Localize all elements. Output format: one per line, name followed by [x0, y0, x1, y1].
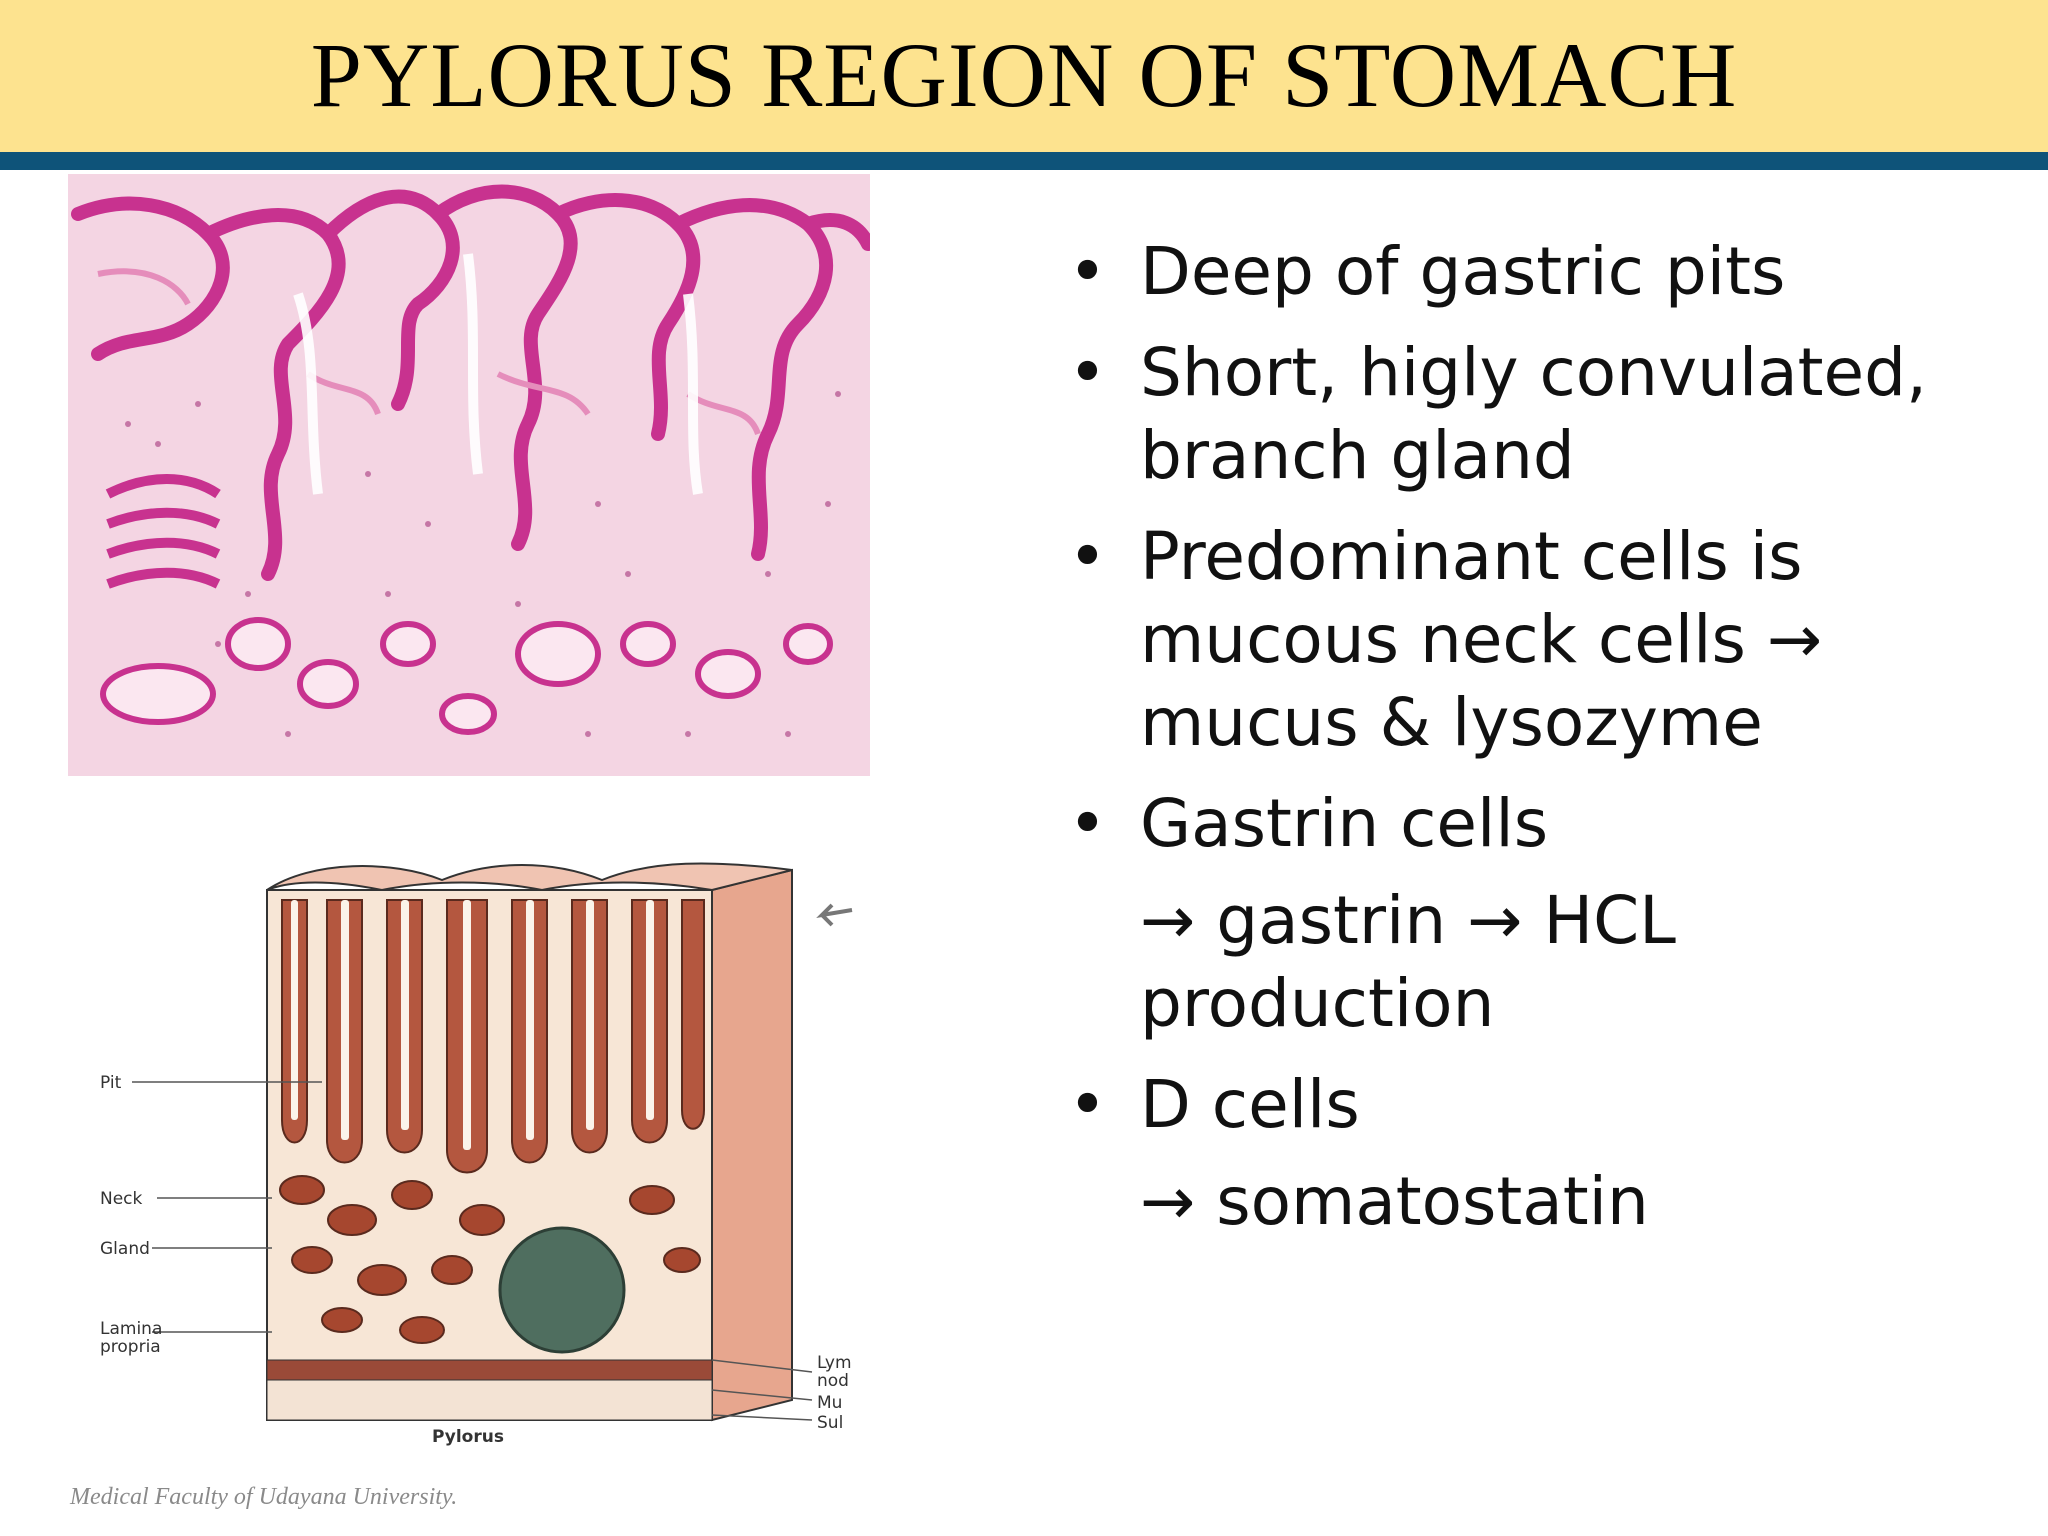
- bullet-text: Predominant cells is mucous neck cells →…: [1140, 518, 1823, 761]
- title-divider: [0, 152, 2048, 170]
- bullet-list: • Deep of gastric pits • Short, higly conv…: [1060, 230, 2020, 1261]
- lymphoid-nodule: [498, 1226, 626, 1354]
- bullet-dot-icon: •: [1068, 518, 1107, 595]
- bullet-item: • Deep of gastric pits: [1060, 230, 2020, 313]
- bullet-dot-icon: •: [1068, 785, 1107, 862]
- bullet-item: • Short, higly convulated, branch gland: [1060, 331, 2020, 497]
- bullet-dot-icon: •: [1068, 233, 1107, 310]
- label-sub: Sul: [817, 1413, 843, 1433]
- label-nod: nod: [817, 1371, 849, 1391]
- bullet-text: D cells: [1140, 1066, 1360, 1143]
- label-gland: Gland: [100, 1239, 150, 1259]
- bullet-text: Short, higly convulated, branch gland: [1140, 334, 1928, 494]
- slide-title: PYLORUS REGION OF STOMACH: [310, 24, 1738, 126]
- label-lym: Lym: [817, 1353, 852, 1373]
- label-pylorus: Pylorus: [432, 1427, 504, 1447]
- bullet-item: • D cells: [1060, 1063, 2020, 1146]
- bullet-text: Deep of gastric pits: [1140, 233, 1786, 310]
- label-neck: Neck: [100, 1189, 143, 1209]
- bullet-item: • Gastrin cells: [1060, 782, 2020, 865]
- label-pit: Pit: [100, 1073, 122, 1093]
- label-lamina: Lamina: [100, 1319, 162, 1339]
- diagram-side-face: [711, 868, 793, 1422]
- sub-bullet-item: → somatostatin: [1060, 1160, 2020, 1243]
- label-propria: propria: [100, 1337, 161, 1357]
- sub-bullet-item: → gastrin → HCL production: [1060, 879, 2020, 1045]
- footer-credit: Medical Faculty of Udayana University.: [70, 1484, 458, 1510]
- histology-micrograph: [68, 174, 870, 776]
- diagram-top-surface: [266, 862, 793, 892]
- bullet-dot-icon: •: [1068, 334, 1107, 411]
- bullet-text: → somatostatin: [1140, 1163, 1649, 1240]
- pylorus-diagram: Pit Neck Gland Lamina propria Lym nod Mu…: [100, 862, 853, 1447]
- bullet-text: Gastrin cells: [1140, 785, 1549, 862]
- bullet-text: → gastrin → HCL production: [1140, 882, 1676, 1042]
- label-mu: Mu: [817, 1393, 842, 1413]
- bullet-dot-icon: •: [1068, 1066, 1107, 1143]
- title-bar: [0, 0, 2048, 152]
- bullet-item: • Predominant cells is mucous neck cells …: [1060, 515, 2020, 764]
